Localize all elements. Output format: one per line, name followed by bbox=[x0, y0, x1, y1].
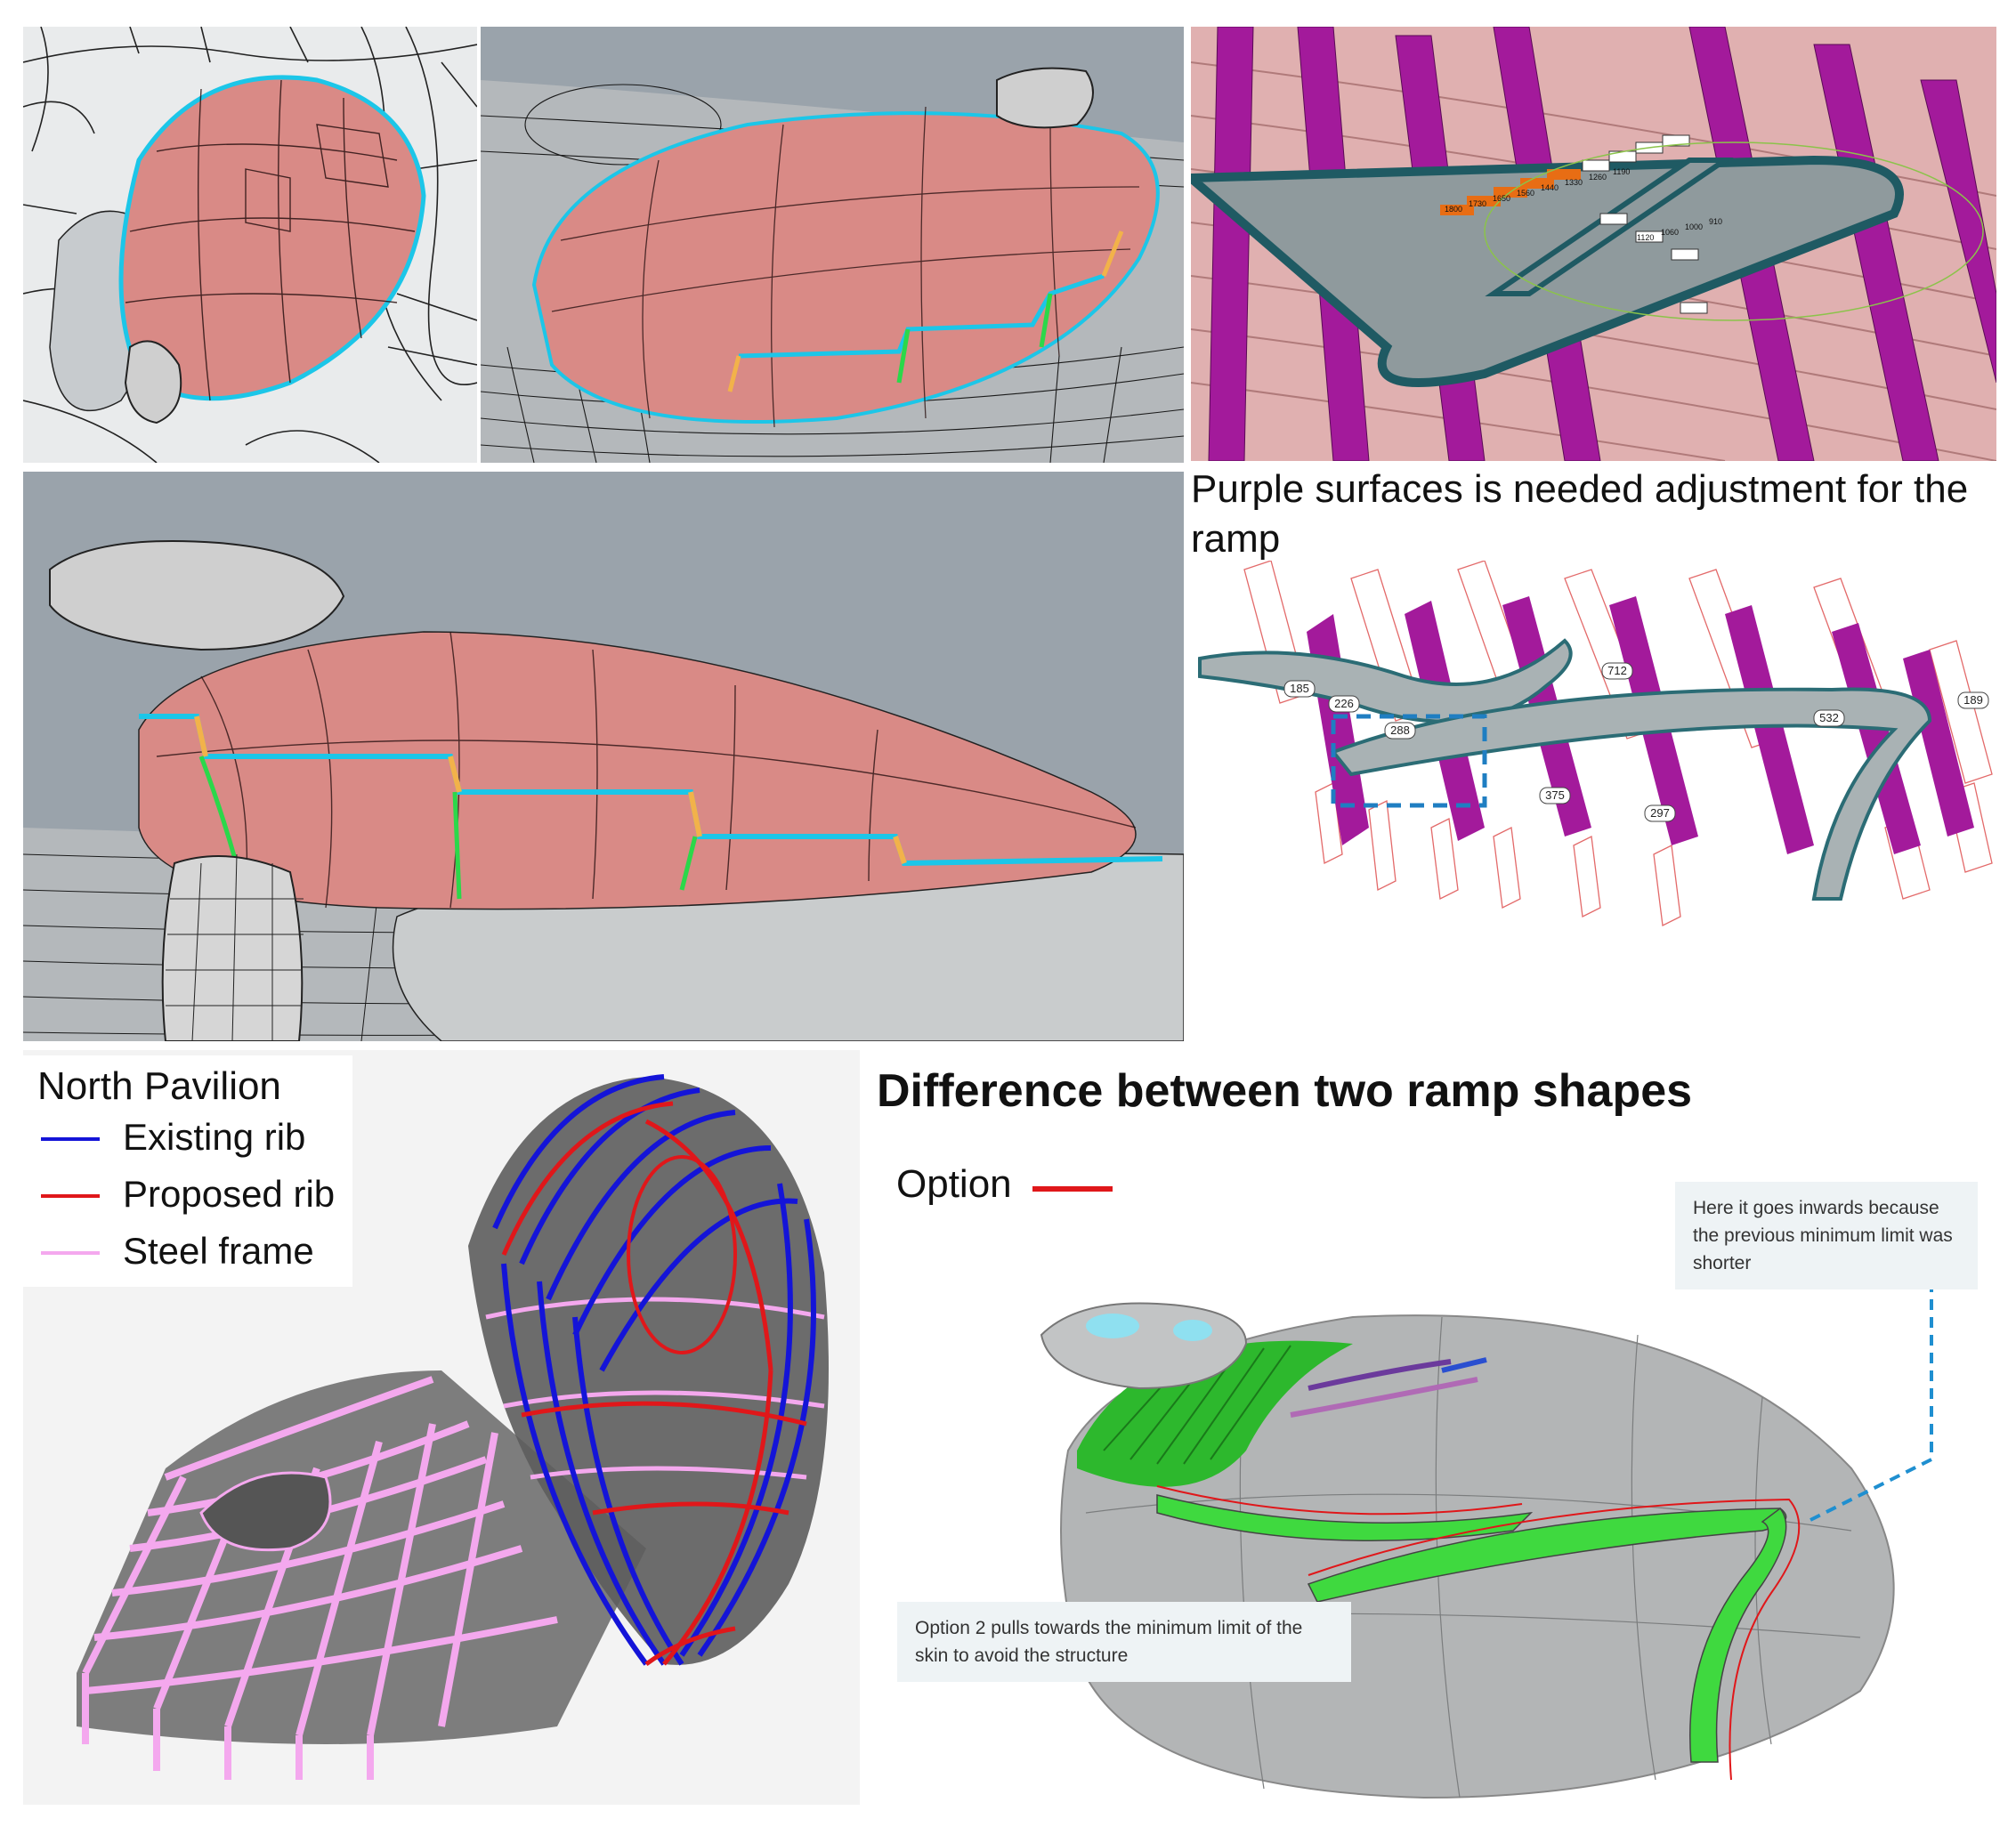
panel-skin-plan-view bbox=[23, 27, 477, 463]
title-difference-ramp-shapes: Difference between two ramp shapes bbox=[877, 1065, 1693, 1117]
svg-text:288: 288 bbox=[1390, 723, 1410, 737]
panel-ramp-ribs-detail: 1800 1730 1650 1560 1440 1330 1260 1190 1120 1060… bbox=[1191, 27, 1996, 461]
ramp-tag-label: 1650 bbox=[1493, 194, 1510, 203]
ramp-tag-label: 1000 bbox=[1685, 222, 1703, 231]
svg-text:375: 375 bbox=[1545, 788, 1565, 802]
dim-label-712: 712 bbox=[1601, 662, 1633, 680]
panel-ramp-exploded: 185 226 288 375 297 712 532 189 bbox=[1191, 561, 1996, 934]
dim-label-288: 288 bbox=[1384, 722, 1416, 740]
svg-text:189: 189 bbox=[1963, 693, 1983, 707]
panel-skin-perspective-1 bbox=[481, 27, 1184, 463]
panel-skin-perspective-2 bbox=[23, 472, 1184, 1041]
ramp-tag-label: 1440 bbox=[1541, 183, 1559, 192]
dim-label-185: 185 bbox=[1283, 680, 1316, 698]
caption-purple-surfaces: Purple surfaces is needed adjustment for… bbox=[1191, 467, 1969, 561]
ramp-tag-label: 1330 bbox=[1565, 178, 1583, 187]
svg-text:226: 226 bbox=[1334, 697, 1354, 710]
ramp-tag-label: 1260 bbox=[1589, 173, 1607, 182]
panel-ramp-difference-render bbox=[890, 1246, 1994, 1815]
dim-label-189: 189 bbox=[1957, 691, 1989, 709]
legend-north-pavilion: North Pavilion Existing rib Proposed rib… bbox=[23, 1055, 352, 1287]
svg-text:297: 297 bbox=[1650, 806, 1670, 820]
dim-label-297: 297 bbox=[1644, 804, 1676, 822]
legend-swatch-red bbox=[41, 1194, 100, 1198]
svg-text:185: 185 bbox=[1290, 682, 1309, 695]
ramp-tag-label: 1120 bbox=[1637, 233, 1654, 242]
dim-label-226: 226 bbox=[1328, 695, 1360, 713]
dim-label-375: 375 bbox=[1539, 787, 1571, 804]
svg-text:712: 712 bbox=[1607, 664, 1627, 677]
svg-text:532: 532 bbox=[1819, 711, 1839, 724]
ramp-tag-label: 1800 bbox=[1445, 205, 1462, 214]
ramp-tag-label: 1190 bbox=[1613, 167, 1630, 176]
note-inwards: Here it goes inwards because the previou… bbox=[1675, 1182, 1978, 1289]
ramp-tag-label: 910 bbox=[1709, 217, 1722, 226]
legend-swatch-pink bbox=[41, 1251, 100, 1255]
panel-north-pavilion-structure: North Pavilion Existing rib Proposed rib… bbox=[23, 1050, 860, 1805]
legend-swatch-blue bbox=[41, 1137, 100, 1141]
ramp-tag-label: 1730 bbox=[1469, 199, 1486, 208]
small-pod bbox=[124, 340, 182, 424]
ramp-tag-label: 1060 bbox=[1661, 228, 1679, 237]
option-label: Option bbox=[896, 1162, 1012, 1206]
note-option-2: Option 2 pulls towards the minimum limit… bbox=[897, 1602, 1351, 1682]
legend-title: North Pavilion bbox=[37, 1064, 281, 1108]
option-red-line bbox=[1032, 1186, 1113, 1192]
dim-label-532: 532 bbox=[1813, 709, 1845, 727]
ramp-tag-label: 1560 bbox=[1517, 189, 1534, 198]
